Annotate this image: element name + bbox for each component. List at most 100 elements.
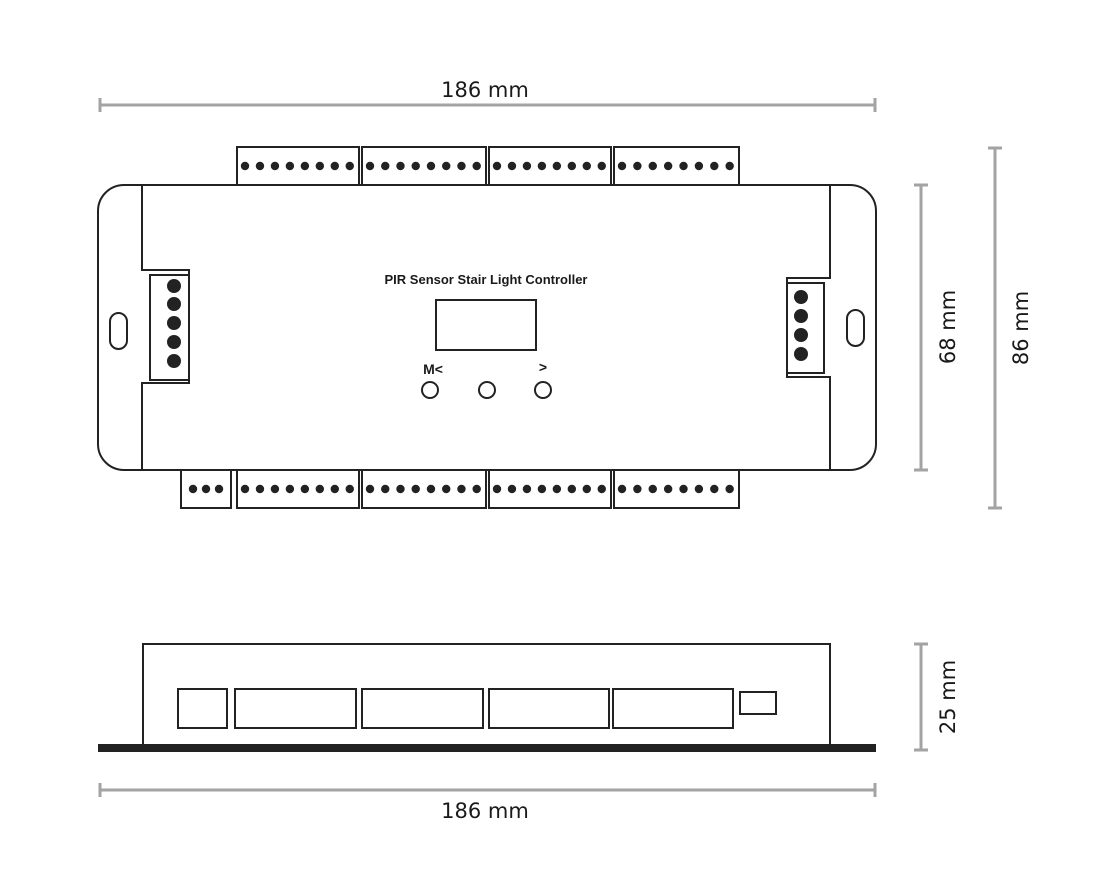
terminal-block [361,469,487,509]
terminal-pin [315,161,325,171]
left-terminal-block [149,274,190,381]
terminal-pin [507,161,517,171]
terminal-pin [214,484,224,494]
terminal-pin [794,328,808,342]
terminal-pin [240,484,250,494]
terminal-pin [201,484,211,494]
terminal-block [236,469,360,509]
right-label: > [539,359,547,375]
terminal-pin [442,484,451,494]
terminal-pin [330,161,339,171]
terminal-pin [270,484,280,494]
terminal-pin [365,484,375,494]
depth-dimension: 25 mm [914,642,960,752]
terminal-pin [426,484,436,494]
terminal-pin [472,484,481,494]
controller-top-view: PIR Sensor Stair Light Controller M< > [97,184,877,471]
terminal-pin [597,484,606,494]
controller-title: PIR Sensor Stair Light Controller [385,272,588,287]
display-window [435,299,537,351]
right-terminal-block [786,282,825,374]
terminal-block [613,469,740,509]
left-mounting-hole-icon [109,312,128,350]
terminal-block [488,469,612,509]
terminal-pin [617,161,627,171]
terminal-pin [794,309,808,323]
terminal-pin [167,316,181,330]
terminal-pin [285,484,295,494]
terminal-pin [492,484,502,494]
terminal-pin [345,484,354,494]
top-width-dimension: 186 mm [98,78,877,112]
terminal-pin [537,484,547,494]
bottom-width-dimension: 186 mm [98,783,877,823]
terminal-pin [411,484,420,494]
terminal-pin [537,161,547,171]
terminal-pin [522,484,532,494]
top-terminal-blocks [236,146,740,186]
terminal-pin [255,484,265,494]
right-mounting-hole-icon [846,309,865,347]
depth-label: 25 mm [936,660,960,734]
center-button [478,381,496,399]
terminal-pin [663,161,673,171]
terminal-pin [442,161,451,171]
terminal-pin [567,484,577,494]
terminal-block [613,146,740,186]
terminal-pin [725,161,734,171]
terminal-pin [694,484,704,494]
terminal-pin [582,161,591,171]
terminal-pin [426,161,436,171]
terminal-pin [522,161,532,171]
terminal-pin [567,161,577,171]
bottom-terminal-blocks [180,469,740,509]
bottom-width-label: 186 mm [441,799,529,823]
body-height-label: 68 mm [936,290,960,364]
terminal-pin [507,484,517,494]
menu-left-button [421,381,439,399]
terminal-pin [345,161,354,171]
terminal-pin [411,161,420,171]
terminal-pin [648,484,657,494]
terminal-block [180,469,232,509]
terminal-pin [617,484,627,494]
terminal-pin [648,161,657,171]
terminal-pin [381,161,390,171]
menu-left-label: M< [423,361,443,377]
terminal-pin [270,161,280,171]
terminal-pin [330,484,339,494]
body-height-dimension: 68 mm [914,183,960,472]
terminal-pin [794,347,808,361]
terminal-pin [597,161,606,171]
terminal-pin [633,161,642,171]
terminal-pin [694,161,704,171]
terminal-pin [794,290,808,304]
terminal-pin [188,484,198,494]
terminal-pin [492,161,502,171]
terminal-pin [381,484,390,494]
terminal-pin [457,484,466,494]
terminal-pin [582,484,591,494]
terminal-pin [710,161,719,171]
terminal-pin [679,484,688,494]
terminal-pin [725,484,734,494]
terminal-pin [679,161,688,171]
terminal-pin [552,161,562,171]
terminal-pin [240,161,250,171]
terminal-pin [663,484,673,494]
terminal-pin [285,161,295,171]
terminal-pin [633,484,642,494]
right-button [534,381,552,399]
terminal-pin [710,484,719,494]
terminal-pin [255,161,265,171]
terminal-pin [167,335,181,349]
base-plate [98,744,876,752]
terminal-pin [315,484,325,494]
terminal-pin [167,279,181,293]
total-height-label: 86 mm [1009,291,1033,365]
terminal-pin [167,297,181,311]
terminal-pin [552,484,562,494]
top-width-label: 186 mm [441,78,529,102]
terminal-pin [365,161,375,171]
